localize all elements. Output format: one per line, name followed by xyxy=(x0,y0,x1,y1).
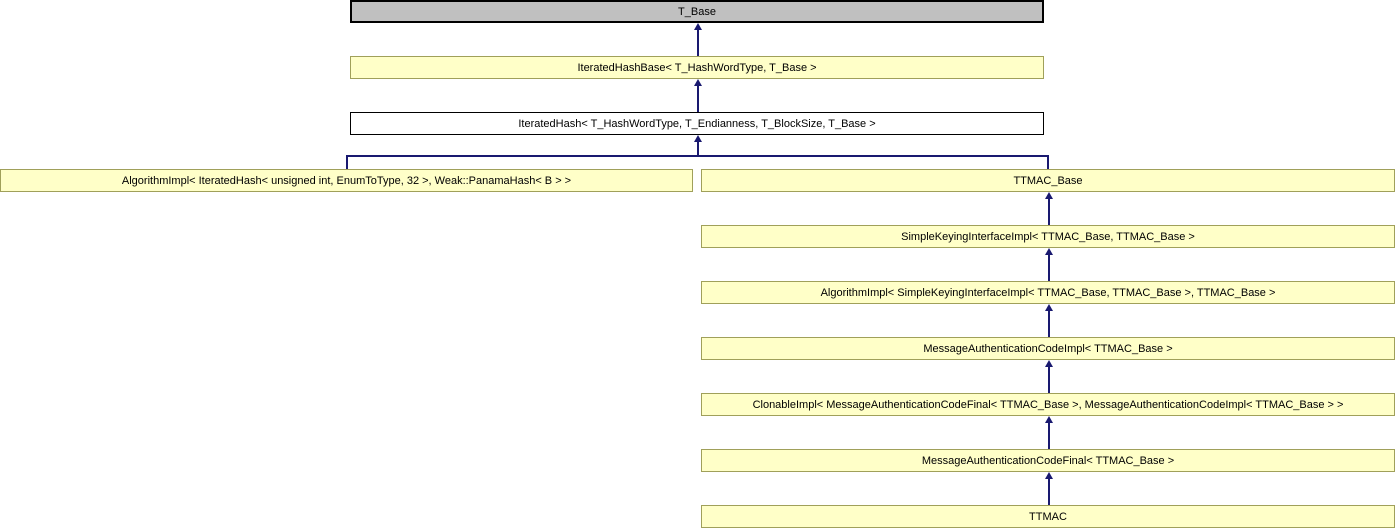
class-node-t-base[interactable]: T_Base xyxy=(350,0,1044,23)
class-node-ttmac-base[interactable]: TTMAC_Base xyxy=(701,169,1395,192)
inheritance-arrow xyxy=(1044,472,1053,505)
arrow-up-icon xyxy=(1044,416,1053,423)
arrow-up-icon xyxy=(693,23,702,30)
class-node-iterated-hash-base[interactable]: IteratedHashBase< T_HashWordType, T_Base… xyxy=(350,56,1044,79)
class-node-algorithm-impl-ttmac[interactable]: AlgorithmImpl< SimpleKeyingInterfaceImpl… xyxy=(701,281,1395,304)
class-node-iterated-hash[interactable]: IteratedHash< T_HashWordType, T_Endianne… xyxy=(350,112,1044,135)
class-node-message-authentication-code-impl[interactable]: MessageAuthenticationCodeImpl< TTMAC_Bas… xyxy=(701,337,1395,360)
connector-rail xyxy=(346,155,1049,157)
class-node-message-authentication-code-final[interactable]: MessageAuthenticationCodeFinal< TTMAC_Ba… xyxy=(701,449,1395,472)
arrow-up-icon xyxy=(1044,472,1053,479)
inheritance-arrow xyxy=(693,135,702,157)
arrow-up-icon xyxy=(693,79,702,86)
inheritance-arrow xyxy=(1044,248,1053,281)
inheritance-arrow xyxy=(693,79,702,112)
arrow-up-icon xyxy=(1044,360,1053,367)
connector-stub-right xyxy=(1047,155,1049,169)
class-node-ttmac[interactable]: TTMAC xyxy=(701,505,1395,528)
class-node-algorithm-impl-panama[interactable]: AlgorithmImpl< IteratedHash< unsigned in… xyxy=(0,169,693,192)
inheritance-arrow xyxy=(1044,304,1053,337)
inheritance-arrow xyxy=(1044,416,1053,449)
class-node-clonable-impl[interactable]: ClonableImpl< MessageAuthenticationCodeF… xyxy=(701,393,1395,416)
inheritance-arrow xyxy=(693,23,702,56)
arrow-up-icon xyxy=(1044,192,1053,199)
connector-stub-left xyxy=(346,155,348,169)
arrow-up-icon xyxy=(693,135,702,142)
inheritance-arrow xyxy=(1044,192,1053,225)
class-node-simple-keying-interface-impl[interactable]: SimpleKeyingInterfaceImpl< TTMAC_Base, T… xyxy=(701,225,1395,248)
arrow-up-icon xyxy=(1044,248,1053,255)
arrow-up-icon xyxy=(1044,304,1053,311)
inheritance-arrow xyxy=(1044,360,1053,393)
